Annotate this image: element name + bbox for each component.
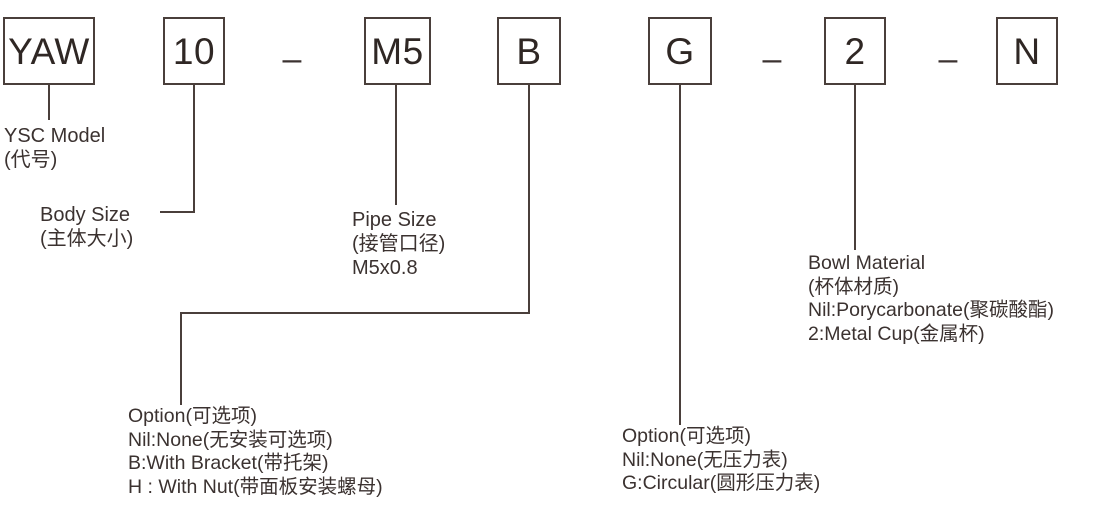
code-box-bowl-material[interactable]: 2 xyxy=(824,17,886,85)
code-box-option-mount[interactable]: B xyxy=(497,17,561,85)
callout-pipe-size-line-2: (接管口径) xyxy=(352,233,446,255)
callout-option-mount: Option(可选项) Nil:None(无安装可选项) B:With Brac… xyxy=(128,405,383,499)
code-box-suffix[interactable]: N xyxy=(996,17,1058,85)
callout-option-gauge: Option(可选项) Nil:None(无压力表) G:Circular(圆形… xyxy=(622,425,820,496)
leader-line-option-mount-vertical-2 xyxy=(180,312,182,405)
callout-model: YSC Model (代号) xyxy=(4,124,105,172)
callout-option-mount-line-1: Option(可选项) xyxy=(128,405,257,427)
leader-line-body-size-horizontal xyxy=(160,211,195,213)
callout-pipe-size: Pipe Size (接管口径) M5x0.8 xyxy=(352,208,445,280)
callout-body-size: Body Size (主体大小) xyxy=(40,203,133,251)
leader-line-option-mount-vertical-1 xyxy=(528,85,530,314)
callout-option-mount-line-4: H : With Nut(带面板安装螺母) xyxy=(128,475,383,498)
leader-line-option-mount-horizontal xyxy=(180,312,530,314)
leader-line-option-gauge xyxy=(679,85,681,425)
callout-body-size-line-1: Body Size xyxy=(40,204,131,226)
callout-bowl-material: Bowl Material (杯体材质) Nil:Porycarbonate(聚… xyxy=(808,252,1054,346)
callout-model-line-1: YSC Model xyxy=(4,125,106,147)
callout-pipe-size-line-1: Pipe Size xyxy=(352,209,437,231)
callout-bowl-material-line-1: Bowl Material xyxy=(808,252,926,274)
code-box-model[interactable]: YAW xyxy=(3,17,95,85)
separator-dash-2: – xyxy=(762,40,782,78)
callout-option-gauge-line-3: G:Circular(圆形压力表) xyxy=(622,472,821,494)
callout-pipe-size-line-3: M5x0.8 xyxy=(352,257,418,279)
callout-model-line-2: (代号) xyxy=(4,149,58,171)
separator-dash-3: – xyxy=(938,40,958,78)
callout-bowl-material-line-2: (杯体材质) xyxy=(808,275,899,298)
callout-option-gauge-line-2: Nil:None(无压力表) xyxy=(622,448,788,471)
leader-line-body-size-vertical xyxy=(193,85,195,213)
separator-dash-1: – xyxy=(282,40,302,78)
leader-line-pipe-size xyxy=(395,85,397,205)
code-box-body-size[interactable]: 10 xyxy=(163,17,225,85)
callout-option-gauge-line-1: Option(可选项) xyxy=(622,425,751,447)
callout-option-mount-line-3: B:With Bracket(带托架) xyxy=(128,452,329,474)
leader-line-model xyxy=(48,85,50,120)
callout-body-size-line-2: (主体大小) xyxy=(40,228,134,250)
code-box-pipe-size[interactable]: M5 xyxy=(364,17,431,85)
callout-option-mount-line-2: Nil:None(无安装可选项) xyxy=(128,428,333,451)
leader-line-bowl-material xyxy=(854,85,856,250)
code-box-option-gauge[interactable]: G xyxy=(648,17,712,85)
callout-bowl-material-line-3: Nil:Porycarbonate(聚碳酸酯) xyxy=(808,299,1054,321)
callout-bowl-material-line-4: 2:Metal Cup(金属杯) xyxy=(808,322,985,345)
